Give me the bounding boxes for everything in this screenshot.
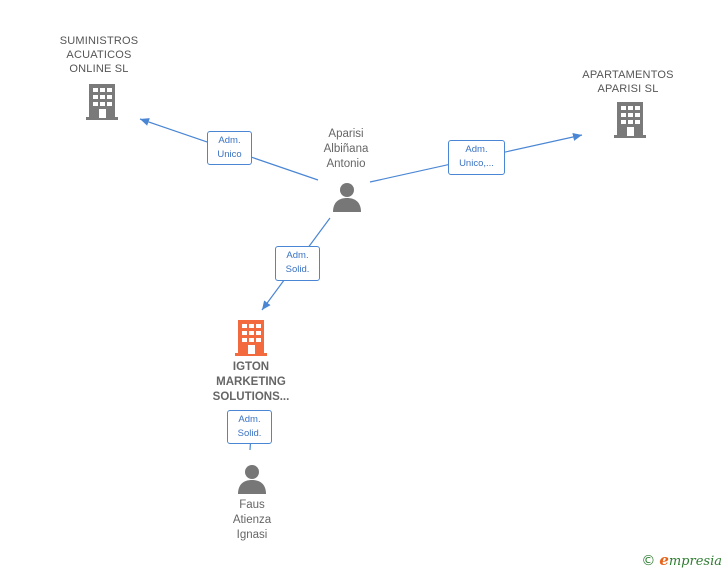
edge-badge-faus-igton[interactable]: Adm. Solid.: [227, 410, 272, 444]
node-label-line: MARKETING: [216, 376, 286, 388]
edge-badge-aparisi-apartamentos[interactable]: Adm. Unico,...: [448, 140, 505, 175]
edge-badge-aparisi-igton[interactable]: Adm. Solid.: [275, 246, 320, 281]
person-icon[interactable]: [237, 464, 267, 494]
node-label-line: ONLINE SL: [69, 63, 129, 75]
node-label-line: Albiñana: [323, 143, 369, 155]
node-label-line: APARTAMENTOS: [582, 69, 674, 81]
building-icon[interactable]: [614, 102, 646, 138]
node-label-faus[interactable]: Faus Atienza Ignasi: [202, 498, 302, 543]
copyright-icon: ©: [641, 553, 656, 569]
person-icon[interactable]: [332, 182, 362, 212]
node-label-line: SOLUTIONS...: [212, 391, 290, 403]
edge-badge-line: Adm.: [218, 135, 241, 146]
edge-badge-line: Solid.: [285, 264, 310, 275]
node-label-line: Antonio: [326, 158, 366, 170]
node-label-apartamentos[interactable]: APARTAMENTOS APARISI SL: [568, 68, 688, 96]
node-label-line: IGTON: [232, 361, 270, 373]
node-label-line: Aparisi: [328, 128, 364, 140]
node-label-line: Atienza: [232, 514, 272, 526]
node-label-aparisi[interactable]: Aparisi Albiñana Antonio: [296, 127, 396, 172]
edge-badge-line: Adm.: [465, 144, 488, 155]
brand-watermark: ©empresia: [641, 551, 722, 569]
edge-badge-line: Unico: [217, 149, 242, 160]
brand-name: mpresia: [668, 554, 722, 569]
edge-badge-line: Solid.: [237, 428, 262, 439]
edge-badge-aparisi-suministros[interactable]: Adm. Unico: [207, 131, 252, 165]
node-label-line: ACUATICOS: [66, 49, 132, 61]
node-label-line: Faus: [239, 499, 265, 511]
building-icon[interactable]: [86, 84, 118, 120]
node-label-igton[interactable]: IGTON MARKETING SOLUTIONS...: [191, 360, 311, 405]
node-label-suministros[interactable]: SUMINISTROS ACUATICOS ONLINE SL: [44, 34, 154, 76]
edge-badge-line: Adm.: [238, 414, 261, 425]
building-icon[interactable]: [235, 320, 267, 356]
edge-badge-line: Adm.: [286, 250, 309, 261]
brand-initial: e: [659, 551, 669, 569]
node-label-line: SUMINISTROS: [59, 35, 139, 47]
node-label-line: APARISI SL: [597, 83, 659, 95]
node-label-line: Ignasi: [236, 529, 268, 541]
edge-badge-line: Unico,...: [459, 158, 494, 169]
